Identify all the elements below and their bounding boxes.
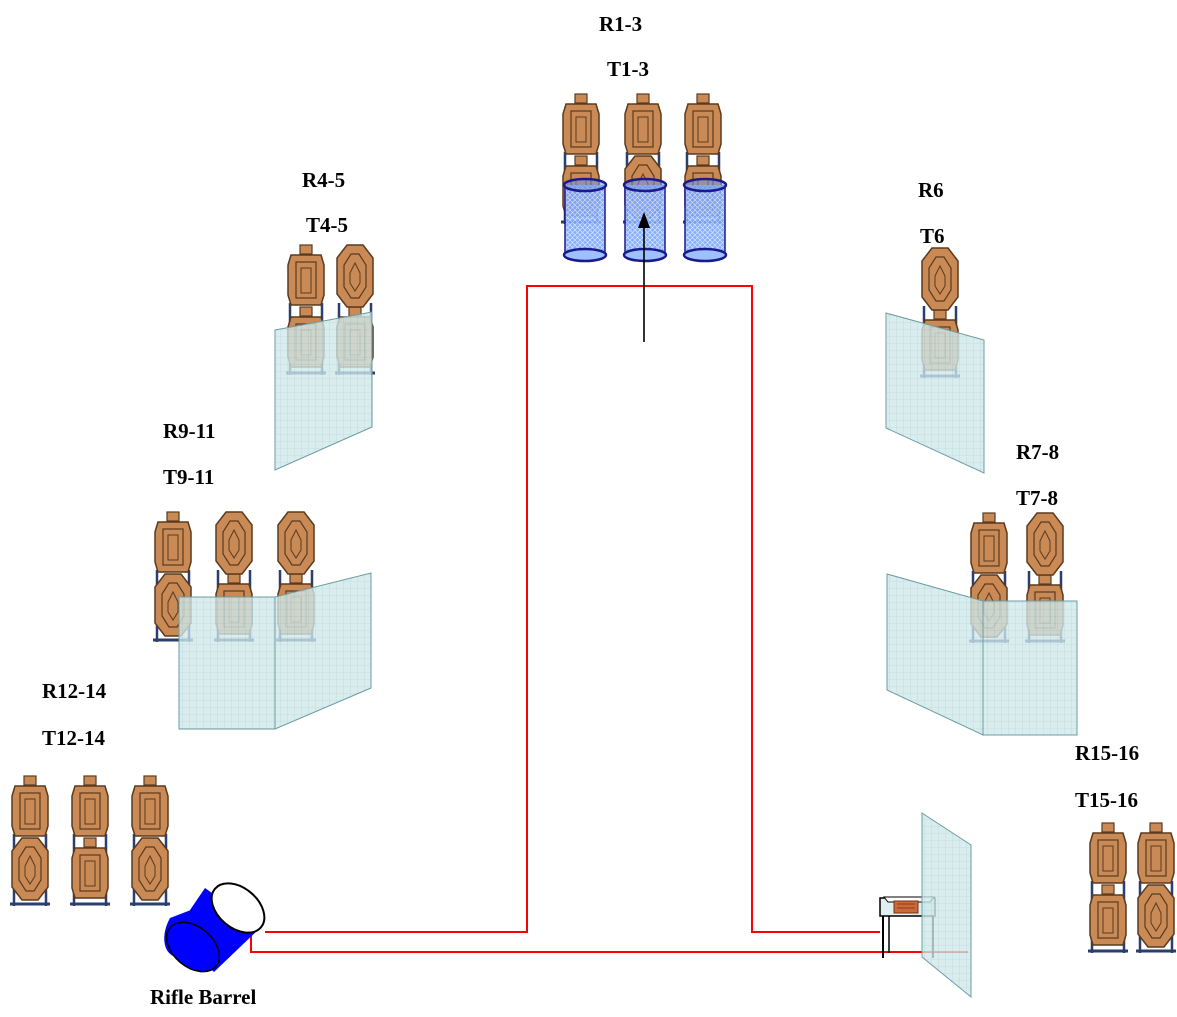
target-label: T6 bbox=[920, 224, 945, 248]
range-label: R1-3 bbox=[599, 12, 642, 36]
range-label: R6 bbox=[918, 178, 944, 202]
shield-panel bbox=[982, 600, 1078, 736]
stage-1: R1-3 T1-3 bbox=[561, 12, 728, 342]
stage-5: R9-11 T9-11 bbox=[153, 419, 372, 730]
target-stand bbox=[1136, 823, 1176, 953]
range-label: R9-11 bbox=[163, 419, 216, 443]
range-label: R15-16 bbox=[1075, 741, 1139, 765]
shield-panel bbox=[921, 812, 972, 999]
target-label: T4-5 bbox=[306, 213, 348, 237]
shield-panel bbox=[886, 573, 984, 736]
stage-7: R15-16 T15-16 bbox=[1075, 741, 1176, 953]
range-label: R7-8 bbox=[1016, 440, 1059, 464]
target-stand bbox=[1088, 823, 1128, 953]
containment-tube bbox=[682, 177, 728, 263]
shield-panel bbox=[274, 572, 372, 730]
rifle-barrel-label: Rifle Barrel bbox=[150, 985, 256, 1009]
target-label: T15-16 bbox=[1075, 788, 1138, 812]
rifle-barrel: Rifle Barrel bbox=[150, 882, 266, 1009]
range-label: R4-5 bbox=[302, 168, 345, 192]
shield-panel bbox=[178, 596, 276, 730]
shield-panel bbox=[885, 312, 985, 474]
target-label: T1-3 bbox=[607, 57, 649, 81]
firing-table bbox=[879, 896, 936, 958]
target-label: T7-8 bbox=[1016, 486, 1058, 510]
shield-panel bbox=[274, 311, 373, 471]
target-stand bbox=[130, 776, 170, 906]
stage-2: R4-5 T4-5 bbox=[274, 168, 375, 471]
target-label: T9-11 bbox=[163, 465, 214, 489]
stage-4: R7-8 T7-8 bbox=[886, 440, 1078, 736]
stage-6: R12-14 T12-14 bbox=[10, 679, 170, 906]
target-stand bbox=[10, 776, 50, 906]
firing-direction-arrow bbox=[638, 212, 650, 342]
range-label: R12-14 bbox=[42, 679, 107, 703]
containment-tube bbox=[562, 177, 608, 263]
target-label: T12-14 bbox=[42, 726, 106, 750]
target-stand bbox=[70, 776, 110, 906]
stage-3: R6 T6 bbox=[885, 178, 985, 474]
